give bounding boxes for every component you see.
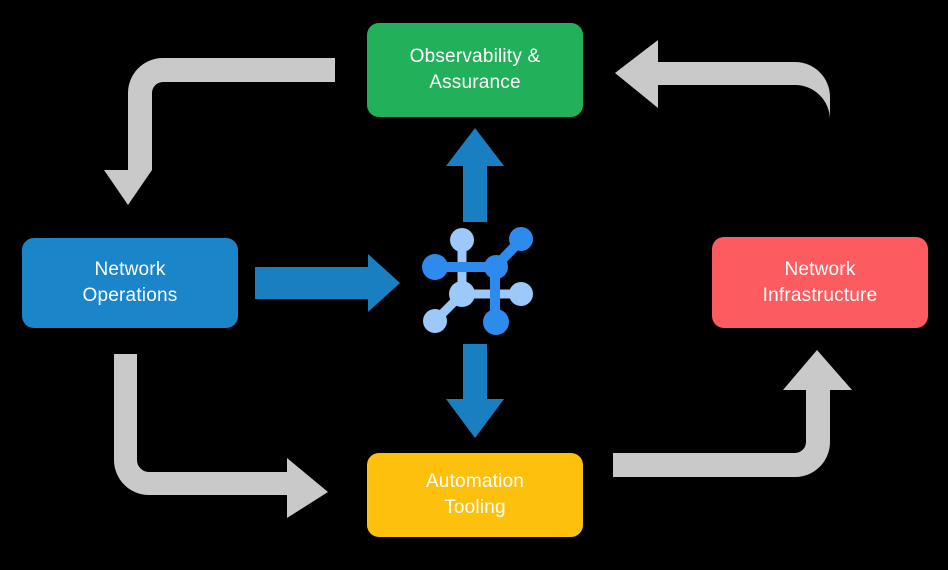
topology-node-upper-right-primary bbox=[509, 227, 533, 251]
topology-links-primary bbox=[432, 235, 526, 327]
arrow-down-to-automation bbox=[446, 344, 504, 438]
topology-links-secondary bbox=[431, 235, 525, 325]
topology-node-top-light bbox=[450, 228, 474, 252]
topology-node-left-primary bbox=[422, 254, 448, 280]
flow-infrastructure-to-observability bbox=[615, 40, 830, 225]
arrow-up-to-observability bbox=[446, 128, 504, 222]
box-network-operations-label: Network Operations bbox=[82, 259, 178, 306]
box-automation-tooling-label: Automation Tooling bbox=[425, 471, 525, 518]
topology-nodes bbox=[422, 227, 533, 335]
box-automation-tooling[interactable]: Automation Tooling bbox=[367, 453, 583, 537]
box-observability-label: Observability & Assurance bbox=[409, 46, 541, 93]
topology-node-bottom-left-light bbox=[423, 309, 447, 333]
flow-automation-to-infrastructure bbox=[613, 350, 852, 477]
flow-operations-to-automation bbox=[114, 354, 328, 518]
topology-node-bottom-primary bbox=[483, 309, 509, 335]
arrow-right-to-center bbox=[255, 254, 400, 312]
topology-node-right-light bbox=[509, 282, 533, 306]
box-network-operations[interactable]: Network Operations bbox=[22, 238, 238, 328]
topology-node-hub-primary bbox=[484, 255, 508, 279]
box-network-infrastructure-label: Network Infrastructure bbox=[762, 258, 878, 306]
box-network-infrastructure[interactable]: Network Infrastructure bbox=[712, 237, 928, 328]
topology-node-mid-left-light bbox=[449, 281, 475, 307]
flow-observability-to-operations bbox=[104, 58, 335, 205]
box-observability-assurance[interactable]: Observability & Assurance bbox=[367, 23, 583, 117]
